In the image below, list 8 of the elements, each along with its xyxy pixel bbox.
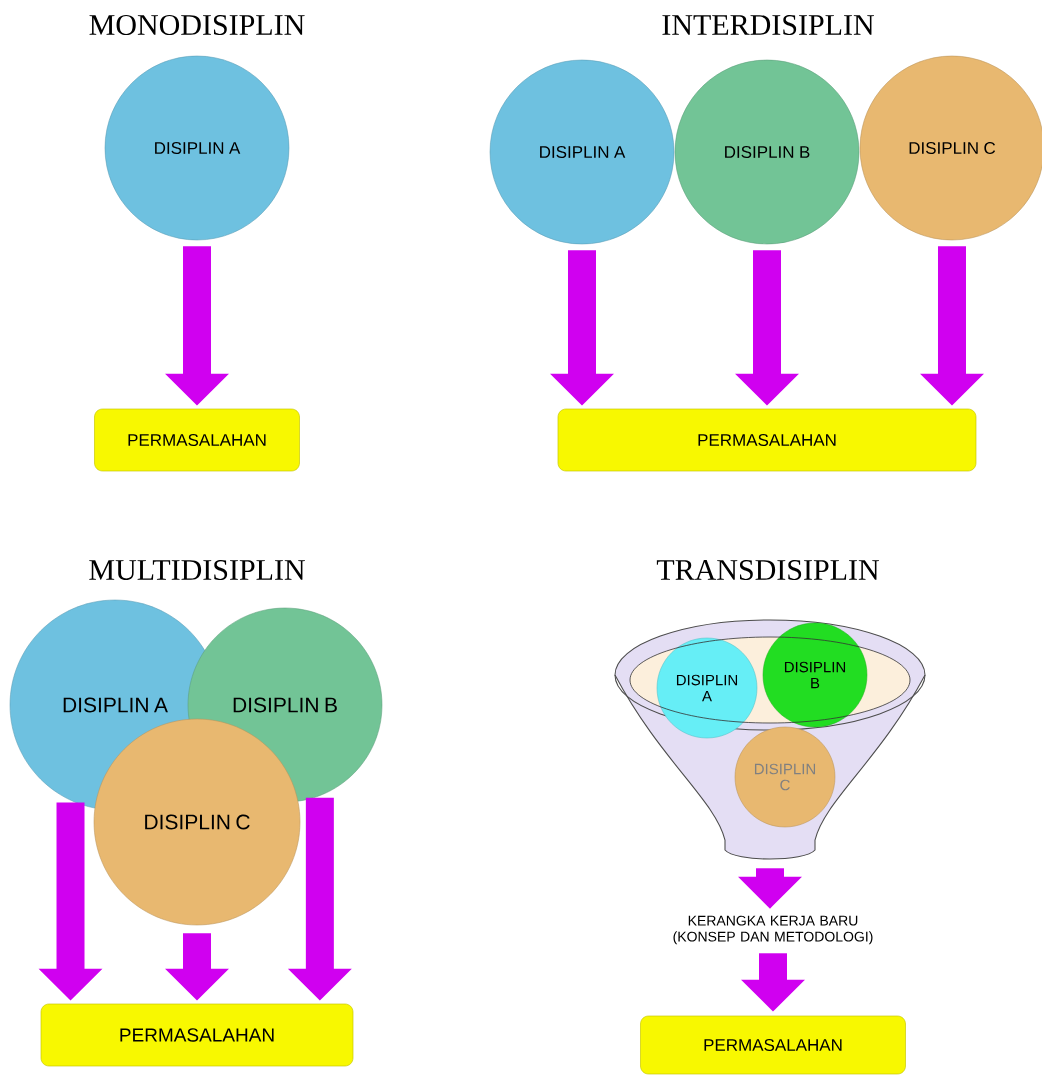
problem-box: PERMASALAHAN <box>40 1003 354 1067</box>
problem-box: PERMASALAHAN <box>94 408 300 472</box>
heading: TRANSDISIPLIN <box>656 559 879 581</box>
heading: MULTIDISIPLIN <box>89 559 305 581</box>
framework-text: KERANGKA KERJA BARU (KONSEP DAN METODOLOGI) <box>673 915 873 945</box>
problem-box: PERMASALAHAN <box>557 408 977 472</box>
problem-box: PERMASALAHAN <box>640 1015 906 1075</box>
heading: INTERDISIPLIN <box>662 14 874 36</box>
